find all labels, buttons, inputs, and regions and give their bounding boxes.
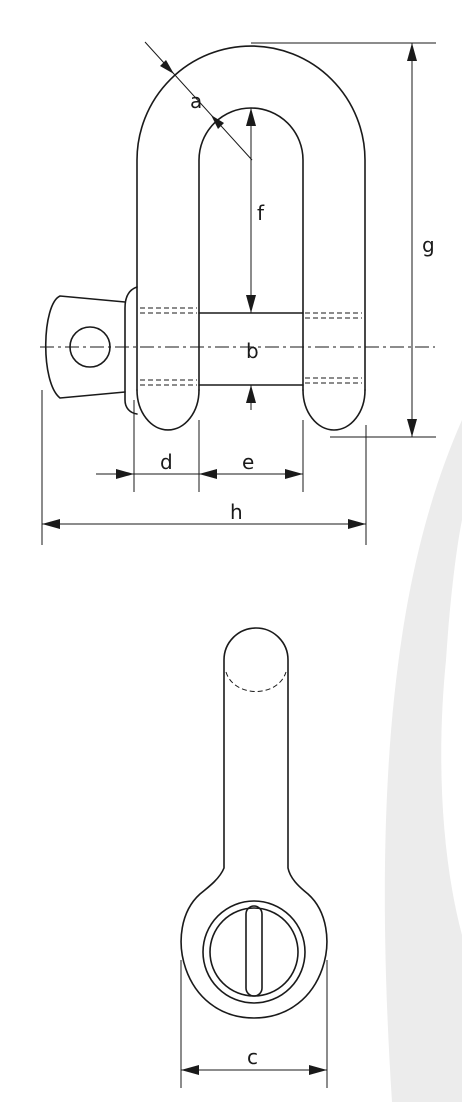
- dim-a-arrow: [160, 60, 174, 74]
- pin-head-inner-ring: [209, 907, 299, 997]
- dim-h-arrow: [348, 519, 366, 529]
- dim-e-arrow: [285, 469, 303, 479]
- pin-head-outer-ring: [202, 900, 306, 1004]
- dim-d-arrow: [116, 469, 134, 479]
- pin-eye-head: [44, 295, 126, 399]
- label-d: d: [160, 450, 173, 474]
- pin-collar: [124, 286, 138, 415]
- dim-a-arrow: [211, 115, 224, 129]
- label-h: h: [230, 500, 243, 524]
- pin-head-slot: [245, 905, 263, 997]
- background-watermark: [384, 420, 462, 1102]
- pin-side-view: c: [180, 627, 328, 1088]
- dim-a-line: [144, 41, 253, 161]
- label-f: f: [257, 201, 265, 225]
- pin-end-hidden: [225, 671, 287, 692]
- dim-h-arrow: [42, 519, 60, 529]
- dim-f-arrow: [246, 108, 256, 126]
- pin-outline: [180, 627, 328, 1019]
- dim-g-arrow: [407, 419, 417, 437]
- dim-c-arrow: [309, 1065, 327, 1075]
- label-b: b: [246, 339, 259, 363]
- shackle-right-leg-end: [302, 389, 366, 431]
- label-e: e: [242, 450, 254, 474]
- dim-g-arrow: [407, 43, 417, 61]
- shackle-bow-outer: [136, 45, 366, 391]
- dim-f-arrow: [246, 295, 256, 313]
- dim-b-arrow: [246, 385, 256, 403]
- label-g: g: [422, 233, 435, 257]
- dim-c-arrow: [181, 1065, 199, 1075]
- label-a: a: [190, 89, 202, 113]
- label-c: c: [247, 1045, 258, 1069]
- shackle-front-view: a f b g d e h: [40, 41, 436, 545]
- shackle-left-leg-end: [136, 389, 200, 431]
